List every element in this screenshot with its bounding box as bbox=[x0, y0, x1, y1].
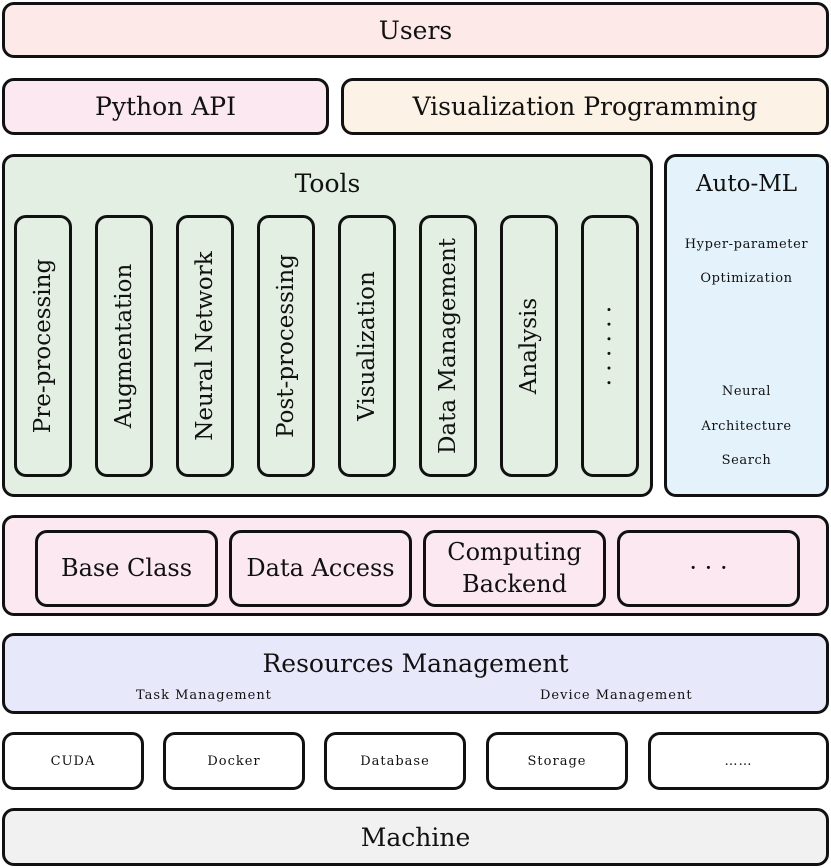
tool-label: Data Management bbox=[435, 237, 461, 455]
core-label: Backend bbox=[462, 569, 567, 598]
core-layer: Base Class Data Access Computing Backend… bbox=[2, 515, 829, 616]
core-label: · · · bbox=[689, 553, 728, 582]
task-management-label: Task Management bbox=[136, 688, 272, 703]
infra-label: …… bbox=[724, 753, 753, 769]
tool-visualization: Visualization bbox=[338, 215, 396, 477]
core-more-box: · · · bbox=[617, 530, 800, 607]
infra-label: Docker bbox=[207, 753, 261, 769]
infra-more: …… bbox=[648, 732, 829, 790]
python-api-box: Python API bbox=[2, 78, 329, 135]
python-api-label: Python API bbox=[95, 92, 236, 121]
tool-label: Augmentation bbox=[111, 263, 137, 429]
tool-label: Visualization bbox=[354, 271, 380, 421]
visualization-programming-label: Visualization Programming bbox=[412, 92, 758, 121]
tools-panel: Tools Pre-processing Augmentation Neural… bbox=[2, 154, 653, 497]
core-label: Base Class bbox=[60, 553, 193, 582]
core-label: Data Access bbox=[246, 553, 395, 582]
tools-title: Tools bbox=[294, 169, 361, 198]
hpo-line: Hyper-parameter bbox=[684, 237, 809, 252]
computing-backend-box: Computing Backend bbox=[423, 530, 606, 607]
tool-data-management: Data Management bbox=[419, 215, 477, 477]
machine-layer: Machine bbox=[2, 808, 829, 866]
tool-label: Analysis bbox=[516, 297, 542, 395]
tool-augmentation: Augmentation bbox=[95, 215, 153, 477]
infra-database: Database bbox=[324, 732, 466, 790]
resources-management-layer: Resources Management Task Management Dev… bbox=[2, 633, 829, 714]
tool-label: Neural Network bbox=[192, 251, 218, 441]
resources-title: Resources Management bbox=[262, 649, 569, 678]
infra-label: Storage bbox=[527, 753, 587, 769]
infra-cuda: CUDA bbox=[2, 732, 144, 790]
tool-analysis: Analysis bbox=[500, 215, 558, 477]
automl-title: Auto-ML bbox=[695, 171, 798, 197]
users-label: Users bbox=[378, 15, 453, 45]
tool-label: Post-processing bbox=[273, 254, 299, 438]
hpo-line: Optimization bbox=[700, 271, 793, 286]
tool-neural-network: Neural Network bbox=[176, 215, 234, 477]
machine-label: Machine bbox=[360, 822, 471, 852]
tool-more: · · · · · · bbox=[581, 215, 639, 477]
users-layer: Users bbox=[2, 2, 829, 58]
tool-pre-processing: Pre-processing bbox=[14, 215, 72, 477]
infra-storage: Storage bbox=[486, 732, 628, 790]
automl-panel: Auto-ML Hyper-parameter Optimization Neu… bbox=[664, 154, 829, 497]
infra-label: CUDA bbox=[50, 753, 96, 769]
tool-label: · · · · · · bbox=[597, 305, 623, 387]
tool-label: Pre-processing bbox=[30, 258, 56, 434]
core-label: Computing bbox=[447, 538, 582, 567]
nas-line: Architecture bbox=[701, 419, 792, 434]
visualization-programming-box: Visualization Programming bbox=[341, 78, 829, 135]
nas-line: Neural bbox=[721, 384, 772, 399]
data-access-box: Data Access bbox=[229, 530, 412, 607]
infra-label: Database bbox=[360, 753, 430, 769]
base-class-box: Base Class bbox=[35, 530, 218, 607]
nas-line: Search bbox=[721, 453, 772, 468]
infra-docker: Docker bbox=[163, 732, 305, 790]
tool-post-processing: Post-processing bbox=[257, 215, 315, 477]
device-management-label: Device Management bbox=[540, 688, 693, 703]
